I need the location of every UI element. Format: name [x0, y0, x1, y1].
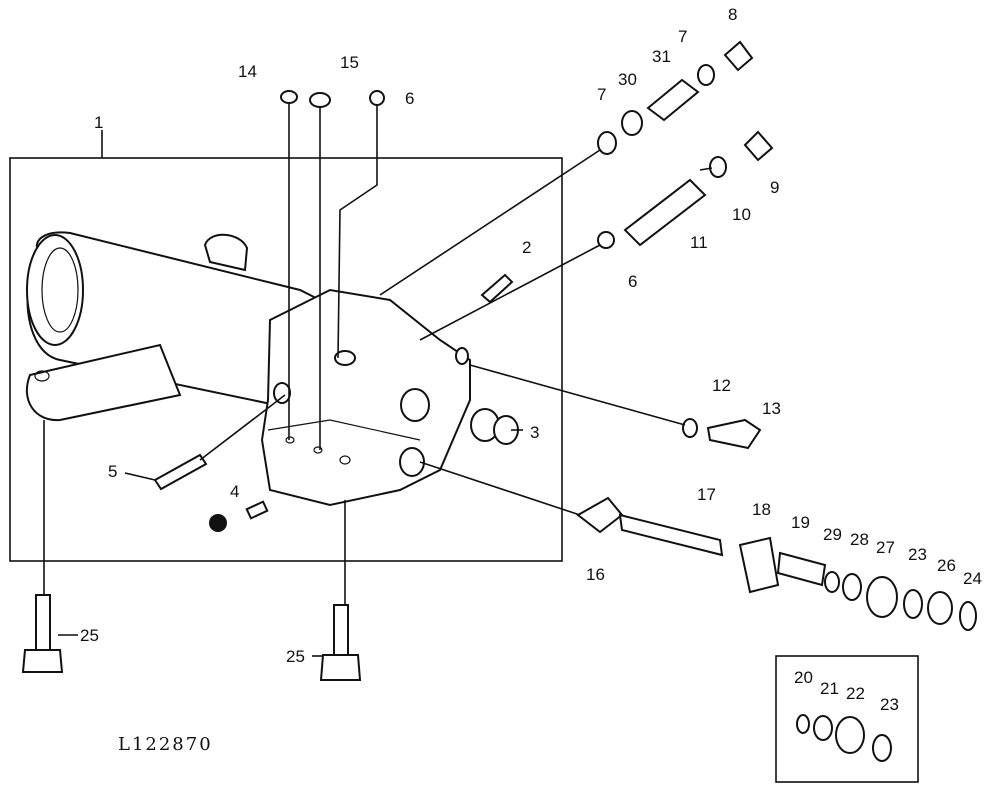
callout-26: 26 [937, 556, 956, 575]
callout-18: 18 [752, 500, 771, 519]
inset-frame [775, 655, 919, 783]
callout-24: 24 [963, 569, 982, 588]
callout-16: 16 [586, 565, 605, 584]
callout-31: 31 [652, 47, 671, 66]
housing-part [25, 231, 471, 507]
assembly-frame [9, 157, 563, 562]
callout-22: 22 [846, 684, 865, 703]
callout-23-main: 23 [908, 545, 927, 564]
callout-6-mid: 6 [628, 272, 637, 291]
callout-10: 10 [732, 205, 751, 224]
callout-19: 19 [791, 513, 810, 532]
figure-code: L122870 [118, 734, 213, 755]
callout-11: 11 [690, 233, 708, 252]
callout-25-right: 25 [286, 647, 305, 666]
callout-17: 17 [697, 485, 716, 504]
callout-1: 1 [94, 113, 103, 132]
callout-2: 2 [522, 238, 531, 257]
callout-3: 3 [530, 423, 539, 442]
callout-13: 13 [762, 399, 781, 418]
callout-8: 8 [728, 5, 737, 24]
small-parts [21, 40, 977, 762]
callout-21: 21 [820, 679, 839, 698]
callout-5: 5 [108, 462, 117, 481]
callout-7-right: 7 [678, 27, 687, 46]
callout-25-left: 25 [80, 626, 99, 645]
callout-28: 28 [850, 530, 869, 549]
callout-7-left: 7 [597, 85, 606, 104]
callout-15: 15 [340, 53, 359, 72]
callout-27: 27 [876, 538, 895, 557]
callout-12: 12 [712, 376, 731, 395]
callout-30: 30 [618, 70, 637, 89]
callout-4: 4 [230, 482, 239, 501]
callout-9: 9 [770, 178, 779, 197]
callout-labels: 1 2 3 4 5 6 6 7 7 8 9 10 11 12 13 14 15 … [80, 5, 982, 714]
leader-lines [43, 103, 713, 657]
callout-23-inset: 23 [880, 695, 899, 714]
callout-29: 29 [823, 525, 842, 544]
callout-20: 20 [794, 668, 813, 687]
callout-6-top: 6 [405, 89, 414, 108]
callout-14: 14 [238, 62, 257, 81]
